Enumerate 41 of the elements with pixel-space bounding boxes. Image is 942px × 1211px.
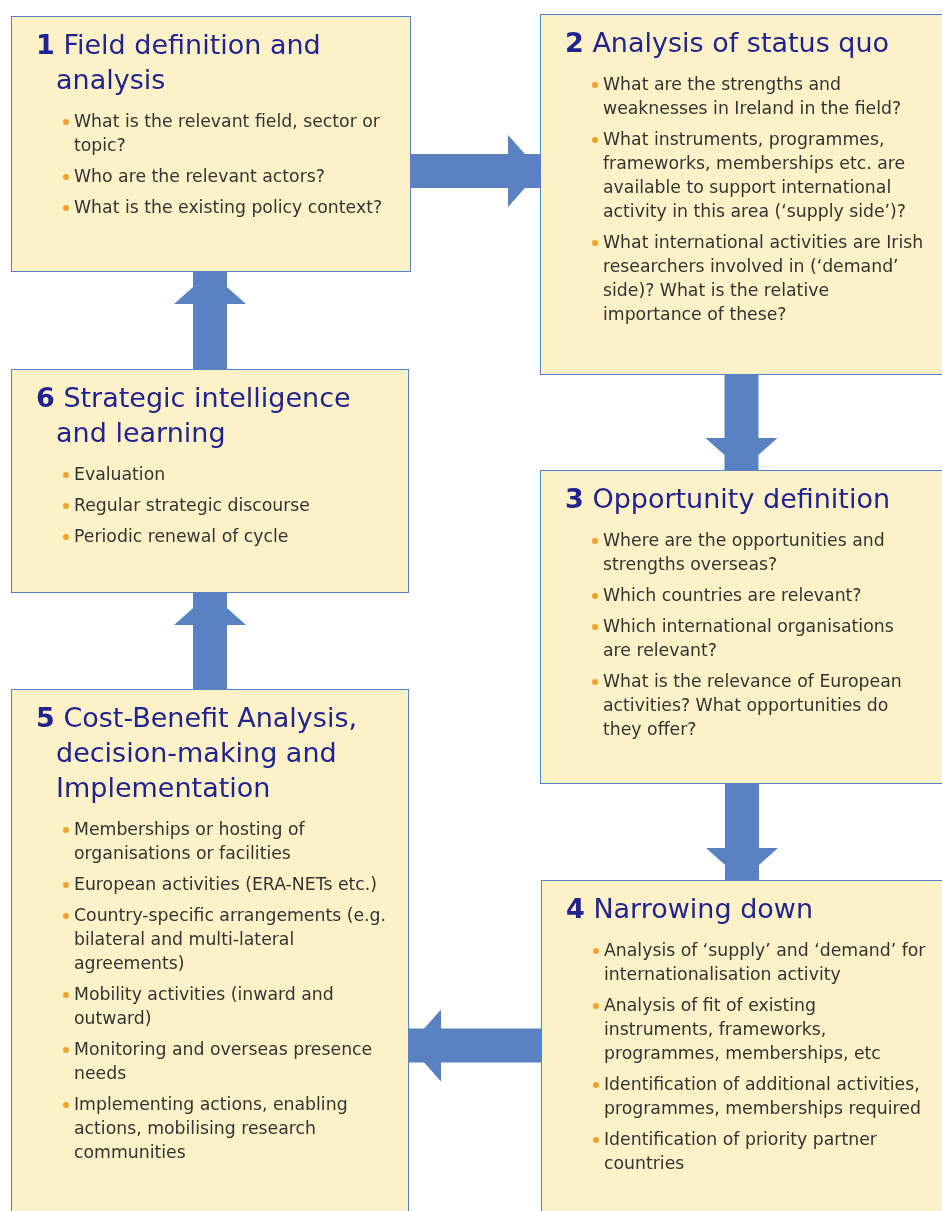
bullet-text: Identification of additional activities, programmes, memberships required (604, 1074, 921, 1118)
step-box (11, 689, 409, 1211)
step-heading: 1 Field definition and analysis (35, 28, 322, 97)
step-box (11, 369, 409, 593)
bullet-text: Periodic renewal of cycle (74, 526, 289, 546)
bullet-text: Which international organisations are relevant? (603, 616, 894, 660)
bullet-text: Mobility activities (inward and outward) (74, 984, 334, 1028)
step-box (540, 470, 942, 784)
block-arrow (706, 784, 778, 880)
bullet-text: What are the strengths and weaknesses in Ireland in the field? (603, 74, 902, 118)
bullet-text: What is the relevance of European activities? What opportunities do they offer? (603, 671, 902, 739)
bullet-text: European activities (ERA-NETs etc.) (74, 874, 378, 894)
bullet-text: Monitoring and overseas presence needs (74, 1039, 373, 1083)
bullet-text: Regular strategic discourse (74, 495, 310, 515)
block-arrow (174, 272, 246, 369)
block-arrow (409, 1009, 541, 1082)
block-arrow (174, 593, 246, 689)
bullet-text: What is the relevant field, sector or topic? (74, 111, 380, 155)
bullet-text: What instruments, programmes, frameworks, memberships etc. are available to support international activity in this area (‘supply side’)? (603, 129, 906, 221)
step-heading: 5 Cost-Benefit Analysis, decision-making and Implementation (35, 701, 359, 805)
step-heading: 4 Narrowing down (565, 892, 815, 926)
step-box (541, 880, 942, 1211)
bullet-text: Who are the relevant actors? (74, 166, 325, 186)
bullet-text: Memberships or hosting of organisations or facilities (74, 819, 305, 863)
step-box (11, 16, 411, 272)
step-box (540, 14, 942, 375)
step-heading: 2 Analysis of status quo (564, 26, 891, 60)
block-arrow (705, 375, 778, 470)
bullet-text: Implementing actions, enabling actions, mobilising research communities (74, 1094, 348, 1162)
step-heading: 6 Strategic intelligence and learning (35, 381, 352, 450)
bullet-text: Analysis of fit of existing instruments, frameworks, programmes, memberships, etc (604, 995, 881, 1063)
bullet-text: What international activities are Irish researchers involved in (‘demand’ side)? What is the relative importance of these? (603, 232, 924, 324)
bullet-text: Which countries are relevant? (603, 585, 862, 605)
bullet-text: Evaluation (74, 464, 166, 484)
bullet-text: Analysis of ‘supply’ and ‘demand’ for internationalisation activity (604, 940, 926, 984)
step-heading: 3 Opportunity definition (564, 482, 892, 516)
bullet-text: Country-specific arrangements (e.g. bilateral and multi-lateral agreements) (74, 905, 387, 973)
bullet-text: Where are the opportunities and strengths overseas? (603, 530, 885, 574)
block-arrow (411, 135, 540, 207)
bullet-text: What is the existing policy context? (74, 197, 383, 217)
bullet-text: Identification of priority partner countries (604, 1129, 877, 1173)
